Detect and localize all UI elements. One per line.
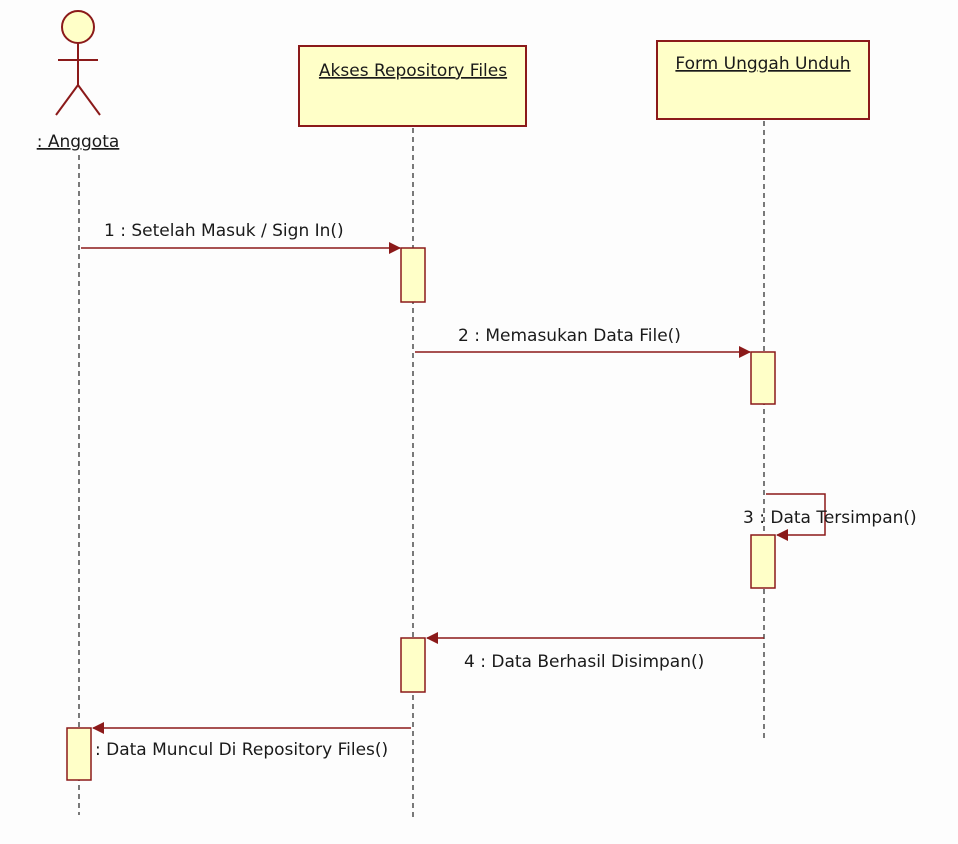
- message-2: 2 : Memasukan Data File(): [415, 326, 751, 358]
- message-5: : Data Muncul Di Repository Files(): [92, 722, 411, 760]
- actor-right-leg: [77, 84, 101, 116]
- actor-label: : Anggota: [37, 132, 120, 152]
- message-4-label: 4 : Data Berhasil Disimpan(): [464, 652, 704, 672]
- message-3-label: 3 : Data Tersimpan(): [743, 508, 917, 528]
- object-akses-repository-files: Akses Repository Files: [298, 45, 527, 127]
- message-3-arrow: [766, 493, 826, 541]
- message-2-label: 2 : Memasukan Data File(): [458, 326, 681, 346]
- activation-anggota: [66, 727, 92, 781]
- message-1: 1 : Setelah Masuk / Sign In(): [81, 221, 401, 254]
- object-box: [656, 40, 870, 120]
- activation-form-1: [750, 351, 776, 405]
- object-label: Akses Repository Files: [319, 61, 507, 81]
- actor-anggota: : Anggota: [37, 10, 120, 152]
- object-form-unggah-unduh: Form Unggah Unduh: [656, 40, 870, 120]
- message-5-label: : Data Muncul Di Repository Files(): [95, 740, 388, 760]
- message-3: 3 : Data Tersimpan(): [743, 493, 917, 541]
- actor-head: [61, 10, 95, 44]
- activation-form-2: [750, 534, 776, 589]
- message-4: 4 : Data Berhasil Disimpan(): [426, 632, 764, 672]
- actor-left-leg: [55, 84, 79, 116]
- object-label: Form Unggah Unduh: [675, 54, 850, 74]
- activation-akses-1: [400, 247, 426, 303]
- activation-akses-2: [400, 637, 426, 693]
- object-box: [298, 45, 527, 127]
- message-1-label: 1 : Setelah Masuk / Sign In(): [104, 221, 344, 241]
